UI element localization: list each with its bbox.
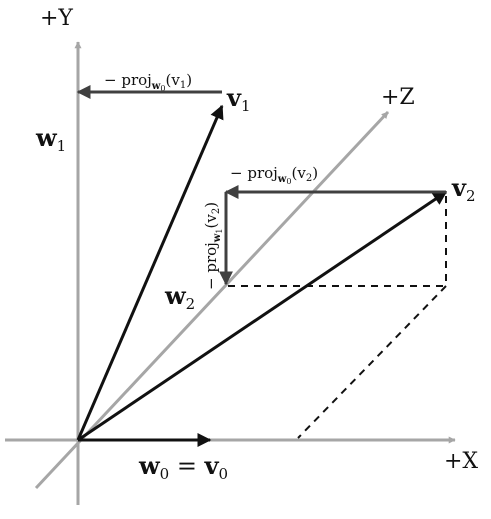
annotation-proj-w0-v2: − projw0(v2) (230, 164, 318, 186)
x-axis-label: +X (444, 449, 478, 474)
label-w1: w1 (35, 123, 66, 155)
z-axis (34, 110, 390, 490)
dashed-to-x-axis (297, 285, 447, 439)
label-w2: w2 (164, 281, 195, 313)
y-axis-label: +Y (40, 6, 73, 31)
label-v1: v1 (226, 83, 251, 115)
z-axis-label: +Z (381, 85, 415, 110)
annotation-proj-w1-v2: − projw1(v2) (202, 202, 224, 290)
label-w0-equals-v0: w0 = v0 (138, 451, 228, 483)
annotation-proj-w0-v1: − projw0(v1) (104, 71, 192, 93)
label-v2: v2 (451, 173, 476, 205)
vector-v1 (76, 104, 224, 441)
vector-v2 (77, 190, 448, 442)
